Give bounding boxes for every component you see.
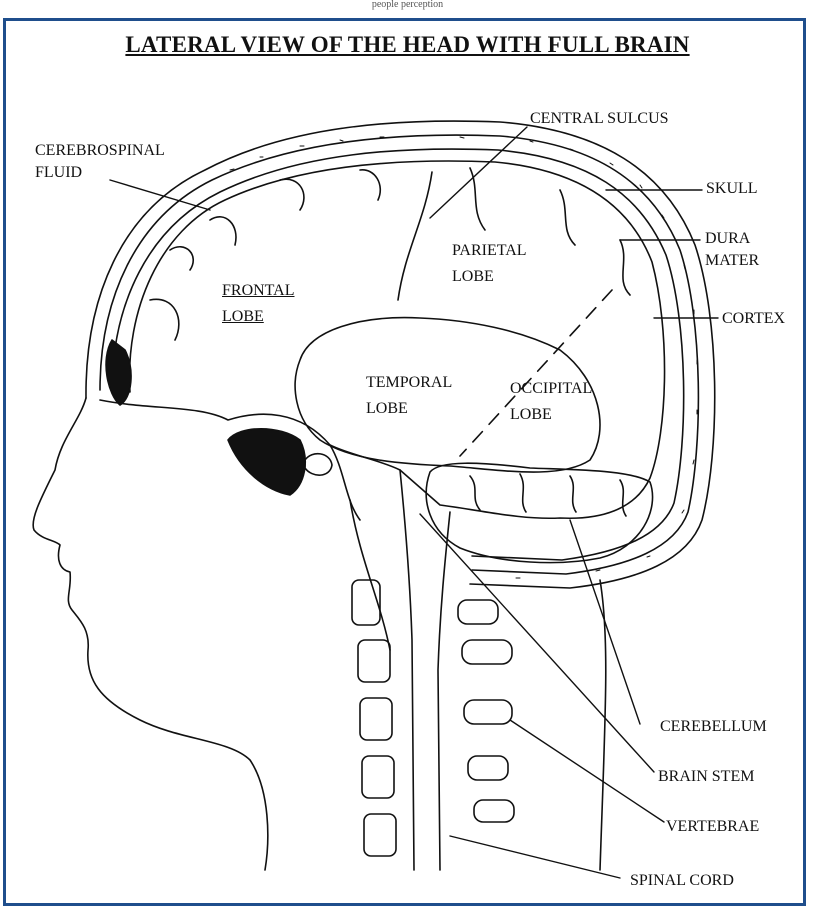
label-frontal-line1: FRONTAL [222, 280, 295, 302]
label-parietal-line2: LOBE [452, 266, 494, 288]
label-dura-line1: DURA [705, 228, 750, 250]
label-central-sulcus: CENTRAL SULCUS [530, 108, 669, 130]
parietal-gyri [470, 168, 630, 295]
skull-inner-line [100, 135, 698, 574]
cerebellum-folds [470, 474, 626, 516]
frontal-gyri [150, 170, 380, 340]
label-occipital-line2: LOBE [510, 404, 552, 426]
skull-texture [230, 136, 697, 578]
leader-central-sulcus [430, 127, 527, 218]
label-csf-line2: FLUID [35, 162, 82, 184]
label-temporal-line2: LOBE [366, 398, 408, 420]
dura-line [112, 149, 684, 560]
skull-outline [86, 121, 715, 588]
label-cerebellum: CEREBELLUM [660, 716, 767, 738]
central-sulcus-line [398, 172, 432, 300]
label-spinal-cord: SPINAL CORD [630, 870, 734, 892]
parieto-occipital-dashed-line [460, 290, 612, 456]
label-parietal-line1: PARIETAL [452, 240, 527, 262]
label-dura-line2: MATER [705, 250, 759, 272]
label-brain-stem: BRAIN STEM [658, 766, 754, 788]
skull-base [100, 400, 360, 520]
label-cortex: CORTEX [722, 308, 785, 330]
brain-stem-outline [400, 470, 450, 870]
neck-front-inner [350, 500, 390, 650]
leader-spinal-cord [450, 836, 620, 878]
leader-csf [110, 180, 210, 210]
leader-vertebrae [510, 720, 664, 822]
label-occipital-line1: OCCIPITAL [510, 378, 592, 400]
label-frontal-line2: LOBE [222, 306, 264, 328]
label-skull: SKULL [706, 178, 758, 200]
face-profile [33, 398, 268, 870]
cerebrum-outline [130, 161, 665, 518]
cervical-vertebrae-front [352, 580, 396, 856]
label-temporal-line1: TEMPORAL [366, 372, 452, 394]
leader-brain-stem [420, 514, 654, 772]
sphenoid-sinus-shape [228, 429, 305, 495]
label-vertebrae: VERTEBRAE [666, 816, 759, 838]
label-csf-line1: CEREBROSPINAL [35, 140, 165, 162]
cervical-vertebrae-back [458, 600, 514, 822]
pituitary-shape [305, 454, 332, 475]
diagram-title: LATERAL VIEW OF THE HEAD WITH FULL BRAIN [0, 32, 815, 58]
sinus-shape [106, 340, 131, 405]
